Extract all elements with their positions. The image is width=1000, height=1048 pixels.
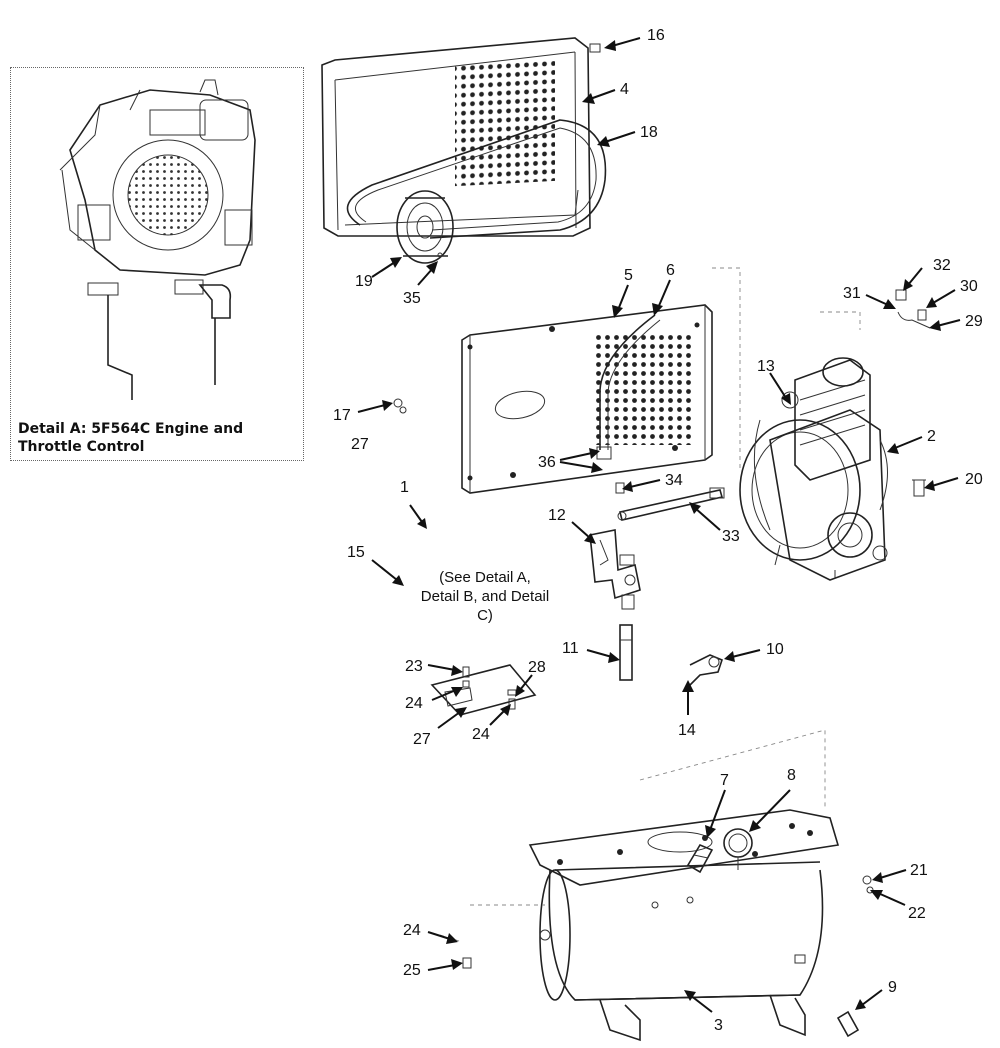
callout-8: 8 (787, 767, 796, 784)
callout-15: 15 (347, 544, 365, 561)
callout-7: 7 (720, 772, 729, 789)
detail-a-panel (10, 67, 304, 461)
callout-4: 4 (620, 81, 629, 98)
detail-a-title: Detail A: 5F564C Engine and Throttle Con… (18, 421, 244, 455)
throttle-control-illustration (87, 279, 232, 400)
callout-9: 9 (888, 979, 897, 996)
callout-26: 27 (351, 436, 369, 453)
callout-18: 18 (640, 124, 658, 141)
callout-27: 27 (413, 731, 431, 748)
callout-arrows (357, 37, 961, 1013)
see-detail-note: (See Detail A, Detail B, and Detail C) (420, 569, 550, 624)
callout-19: 19 (355, 273, 373, 290)
callout-12: 12 (548, 507, 566, 524)
callout-21: 21 (910, 862, 928, 879)
callout-5: 5 (624, 267, 633, 284)
callout-32: 32 (933, 257, 951, 274)
relief-valve (689, 654, 723, 686)
callout-30: 30 (960, 278, 978, 295)
tube-nipple (619, 624, 633, 681)
callout-17: 17 (333, 407, 351, 424)
belt-guard-back (321, 37, 591, 237)
belt-guard-front (461, 267, 741, 494)
callout-25: 25 (403, 962, 421, 979)
mounting-bracket (430, 664, 537, 716)
callout-11: 11 (562, 640, 579, 657)
service-valve (686, 843, 714, 874)
drain-valve (836, 1010, 860, 1038)
compressor-pump (739, 311, 888, 581)
callout-31: 31 (843, 285, 861, 302)
callout-1: 1 (400, 479, 409, 496)
belt (346, 119, 607, 239)
callout-10: 10 (766, 641, 784, 658)
callout-6: 6 (666, 262, 675, 279)
engine-illustration (59, 79, 256, 276)
callout-24-c: 24 (403, 922, 421, 939)
air-tank (470, 861, 824, 1042)
callout-35: 34 (665, 472, 683, 489)
pump-fittings (895, 289, 931, 497)
tank-platform (528, 729, 840, 886)
callout-29: 29 (965, 313, 983, 330)
callout-24-b: 24 (472, 726, 490, 743)
callout-34: 33 (722, 528, 740, 545)
callout-24-a: 24 (405, 695, 423, 712)
callout-16: 16 (647, 27, 665, 44)
callout-22: 22 (908, 905, 926, 922)
callout-labels: 16 4 18 19 35 5 6 32 31 30 29 13 2 20 17… (333, 27, 983, 1034)
callout-23: 23 (405, 658, 423, 675)
pressure-gauge (723, 828, 753, 870)
callout-2: 2 (927, 428, 936, 445)
callout-33: 35 (403, 290, 421, 307)
callout-36: 36 (538, 454, 556, 471)
callout-20: 20 (965, 471, 983, 488)
pressure-switch-valve (589, 529, 641, 610)
callout-14: 14 (678, 722, 696, 739)
callout-28: 28 (528, 659, 546, 676)
callout-3: 3 (714, 1017, 723, 1034)
callout-13: 13 (757, 358, 775, 375)
pulley (396, 190, 454, 264)
